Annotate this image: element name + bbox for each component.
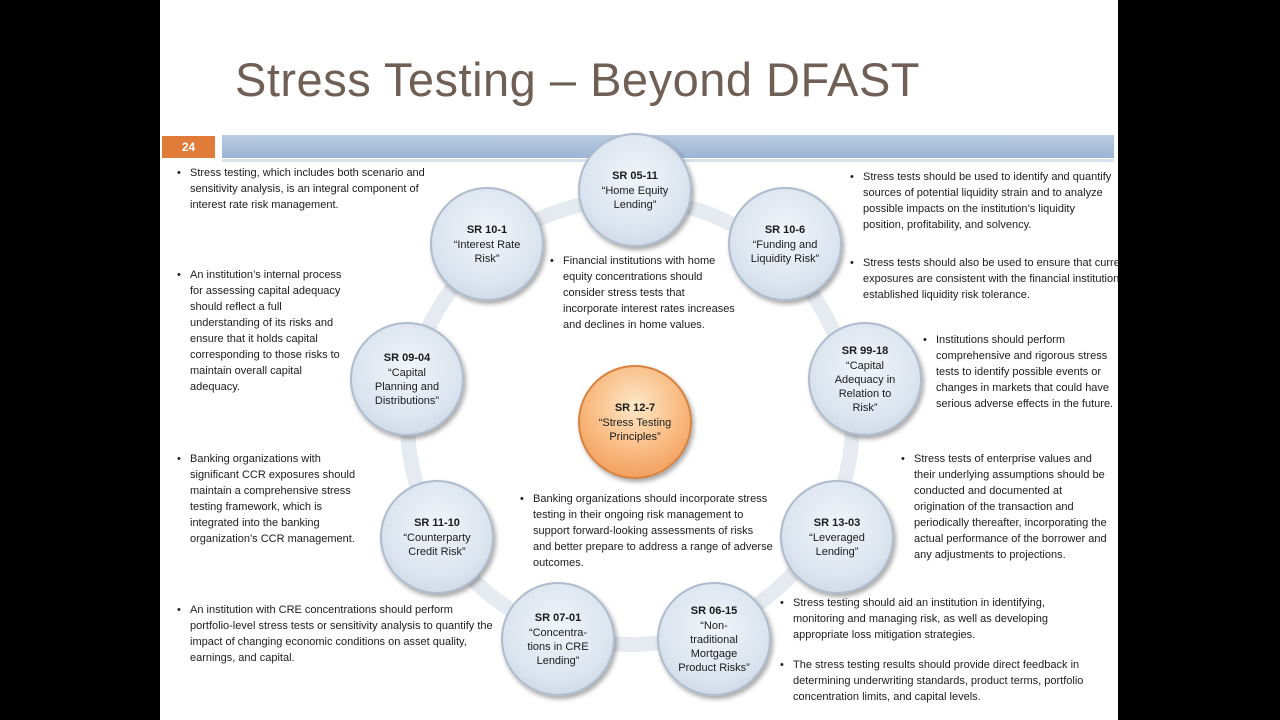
page-number: 24: [162, 136, 215, 158]
bullet-home-equity: Financial institutions with home equity …: [548, 253, 741, 333]
node-code: SR 12-7: [614, 401, 656, 414]
node-code: SR 09-04: [383, 351, 431, 364]
bullet-stress-principles: Banking organizations should incorporate…: [518, 491, 773, 571]
bullet-mortgage-feedback: The stress testing results should provid…: [778, 657, 1108, 705]
node-label: “Leveraged Lending”: [809, 531, 865, 558]
node-sr-06-15: SR 06-15 “Non-traditional Mortgage Produ…: [657, 582, 771, 696]
node-sr-12-7: SR 12-7 “Stress Testing Principles”: [578, 365, 692, 479]
node-sr-05-11: SR 05-11 “Home Equity Lending”: [578, 133, 692, 247]
bullet-interest-rate-risk: Stress testing, which includes both scen…: [175, 165, 455, 213]
node-sr-09-04: SR 09-04 “Capital Planning and Distribut…: [350, 322, 464, 436]
node-code: SR 06-15: [690, 604, 738, 617]
node-sr-13-03: SR 13-03 “Leveraged Lending”: [780, 480, 894, 594]
node-label: “Funding and Liquidity Risk”: [750, 238, 820, 265]
node-code: SR 05-11: [612, 169, 658, 182]
bullet-cre-concentrations: An institution with CRE concentrations s…: [175, 602, 495, 666]
node-label: “Non-traditional Mortgage Product Risks”: [678, 619, 750, 674]
node-label: “Concentra-tions in CRE Lending”: [527, 626, 589, 667]
node-sr-99-18: SR 99-18 “Capital Adequacy in Relation t…: [808, 322, 922, 436]
node-sr-10-6: SR 10-6 “Funding and Liquidity Risk”: [728, 187, 842, 301]
node-label: “Capital Planning and Distributions”: [374, 366, 440, 407]
node-code: SR 99-18: [841, 344, 889, 357]
node-code: SR 13-03: [813, 516, 861, 529]
node-code: SR 10-1: [466, 223, 508, 236]
node-code: SR 07-01: [534, 611, 582, 624]
bullet-liquidity-strain: Stress tests should be used to identify …: [848, 169, 1118, 233]
node-label: “Capital Adequacy in Relation to Risk”: [834, 359, 896, 414]
slide: Stress Testing – Beyond DFAST 24 SR 05-1…: [160, 0, 1118, 720]
node-label: “Interest Rate Risk”: [453, 238, 521, 265]
node-label: “Home Equity Lending”: [601, 184, 669, 211]
node-code: SR 10-6: [764, 223, 806, 236]
bullet-leveraged-lending: Stress tests of enterprise values and th…: [899, 451, 1114, 563]
bullet-mortgage-risk: Stress testing should aid an institution…: [778, 595, 1093, 643]
bullet-adequacy-risk: Institutions should perform comprehensiv…: [921, 332, 1116, 412]
node-sr-07-01: SR 07-01 “Concentra-tions in CRE Lending…: [501, 582, 615, 696]
bullet-liquidity-tolerance: Stress tests should also be used to ensu…: [848, 255, 1118, 303]
node-label: “Counterparty Credit Risk”: [403, 531, 471, 558]
slide-title: Stress Testing – Beyond DFAST: [235, 53, 921, 106]
bullet-counterparty-credit: Banking organizations with significant C…: [175, 451, 360, 547]
node-code: SR 11-10: [414, 516, 460, 529]
node-label: “Stress Testing Principles”: [598, 416, 672, 443]
node-sr-11-10: SR 11-10 “Counterparty Credit Risk”: [380, 480, 494, 594]
bullet-capital-adequacy: An institution’s internal process for as…: [175, 267, 350, 395]
